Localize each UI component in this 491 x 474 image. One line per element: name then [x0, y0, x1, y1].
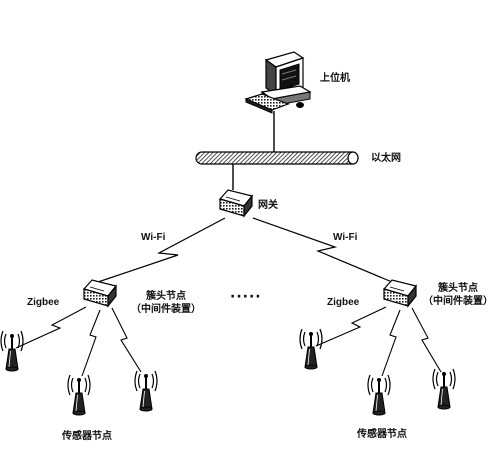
cluster-head-left-icon: [83, 279, 117, 307]
ethernet-backbone: [195, 151, 359, 165]
ellipsis-label: ·····: [230, 289, 262, 305]
sensor-node-left-2-icon: [67, 374, 91, 416]
zigbee-link-left-2: [81, 309, 101, 377]
zigbee-link-right-1: [315, 306, 387, 347]
host-computer-icon: [244, 51, 312, 114]
zigbee-link-right-3: [411, 307, 442, 373]
sensor-node-right-3-icon: [432, 368, 456, 410]
zigbee-link-left-3: [111, 307, 142, 373]
cluster-head-right-title: 簇头节点: [438, 283, 478, 294]
sensor-node-right-2-icon: [367, 374, 391, 416]
wifi-left-label: Wi-Fi: [141, 232, 166, 243]
wifi-right-label: Wi-Fi: [333, 232, 358, 243]
cluster-head-right-label: 簇头节点 （中间件装置）: [413, 282, 491, 308]
cluster-head-left-subtitle: （中间件装置）: [131, 304, 201, 315]
zigbee-left-label: Zigbee: [27, 297, 60, 308]
gateway-icon: [219, 189, 253, 217]
cluster-head-left-title: 簇头节点: [146, 291, 186, 302]
sensor-node-left-3-icon: [134, 370, 158, 412]
sensor-right-label: 传感器节点: [357, 429, 407, 440]
sensor-left-label: 传感器节点: [62, 431, 112, 442]
gateway-label: 网关: [258, 200, 278, 211]
sensor-node-left-1-icon: [0, 330, 24, 372]
zigbee-link-left-1: [15, 306, 87, 349]
zigbee-right-label: Zigbee: [327, 297, 360, 308]
host-label: 上位机: [320, 73, 350, 84]
cluster-head-left-label: 簇头节点 （中间件装置）: [121, 290, 211, 316]
wifi-link-left: [97, 217, 226, 283]
wifi-link-right: [252, 217, 393, 283]
ethernet-label: 以太网: [371, 153, 401, 164]
zigbee-link-right-2: [381, 309, 401, 377]
cluster-head-right-subtitle: （中间件装置）: [423, 296, 491, 307]
cluster-head-right-icon: [383, 279, 417, 307]
sensor-node-right-1-icon: [299, 328, 323, 370]
